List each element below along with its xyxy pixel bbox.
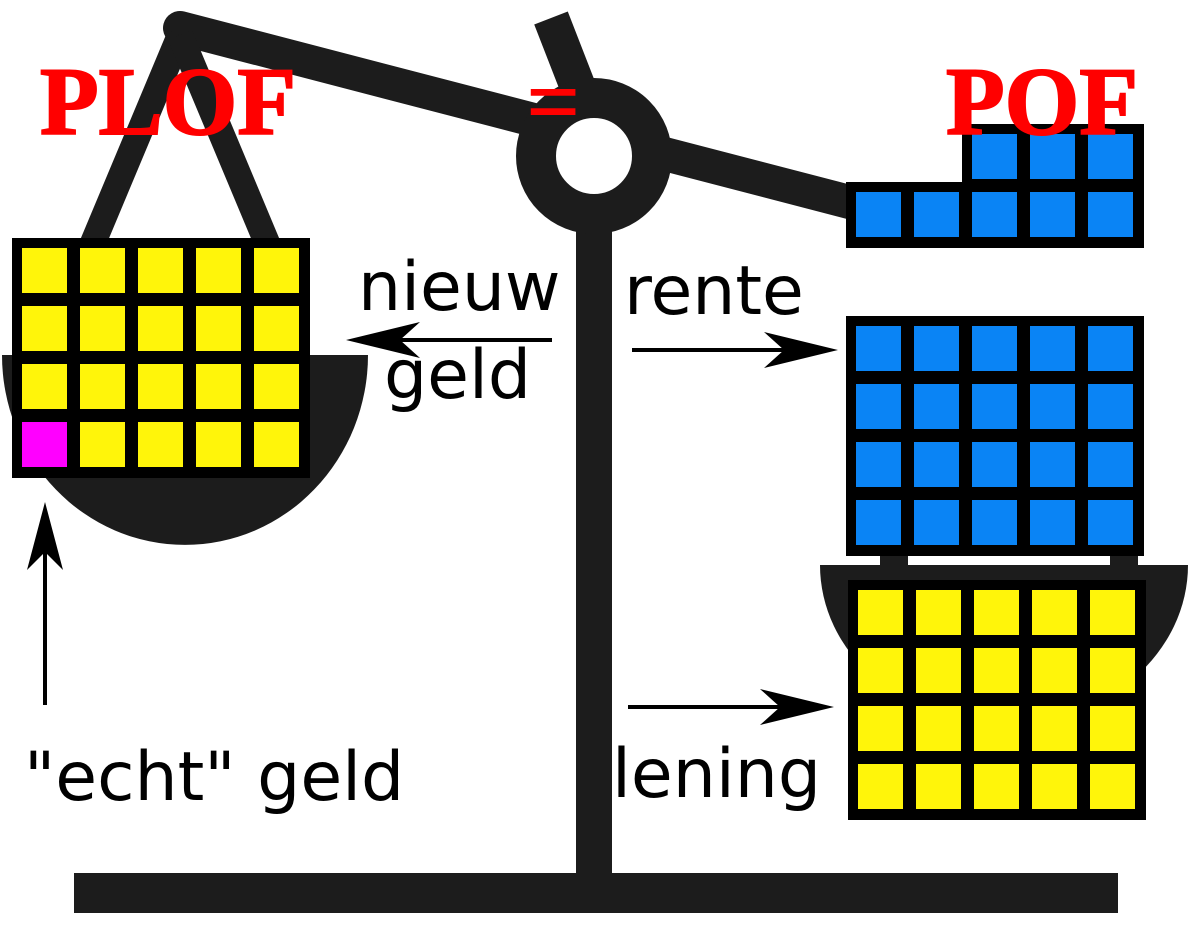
scale-pivot — [516, 78, 672, 234]
label-interest: rente — [624, 252, 804, 331]
money-cell — [856, 384, 901, 429]
money-cell — [1090, 706, 1135, 751]
money-cell — [974, 590, 1019, 635]
money-cell — [22, 248, 67, 293]
money-cell — [858, 764, 903, 809]
real-money-arrow — [27, 502, 63, 705]
interest-block-bottom — [846, 316, 1144, 556]
money-cell — [914, 192, 959, 237]
money-cell — [974, 764, 1019, 809]
new-money-arrow — [346, 322, 552, 358]
title-equals: = — [526, 48, 581, 155]
money-cell — [916, 706, 961, 751]
money-cell — [914, 442, 959, 487]
money-cell — [254, 306, 299, 351]
money-cell — [1088, 326, 1133, 371]
money-cell — [1030, 326, 1075, 371]
money-cell — [1032, 590, 1077, 635]
money-cell — [1030, 134, 1075, 179]
loan-arrow — [628, 689, 834, 725]
title-pof: POF — [946, 48, 1138, 155]
money-cell — [1088, 192, 1133, 237]
money-cell — [196, 364, 241, 409]
money-cell — [858, 706, 903, 751]
label-real-money: "echt" geld — [24, 738, 404, 817]
new-money-block — [12, 238, 310, 478]
money-cell — [858, 648, 903, 693]
money-cell — [856, 442, 901, 487]
money-cell — [916, 648, 961, 693]
money-cell — [974, 706, 1019, 751]
money-cell — [80, 248, 125, 293]
loan-block — [848, 580, 1146, 820]
interest-arrow — [632, 332, 838, 368]
label-loan: lening — [612, 735, 821, 814]
money-cell — [138, 248, 183, 293]
money-cell — [196, 422, 241, 467]
money-cell — [856, 500, 901, 545]
money-cell — [1088, 442, 1133, 487]
money-cell — [1090, 648, 1135, 693]
money-cell — [1030, 500, 1075, 545]
money-cell — [914, 384, 959, 429]
money-cell — [972, 500, 1017, 545]
money-cell — [196, 248, 241, 293]
label-new-money-line2: geld — [384, 336, 531, 415]
interest-block-top — [846, 124, 1144, 248]
money-cell — [80, 422, 125, 467]
money-cell — [22, 364, 67, 409]
money-cell — [1030, 442, 1075, 487]
money-cell — [916, 764, 961, 809]
money-cell — [856, 326, 901, 371]
money-cell — [196, 306, 241, 351]
money-cell — [972, 442, 1017, 487]
money-cell — [254, 422, 299, 467]
left-hanger-rope-right — [168, 29, 282, 256]
money-cell — [972, 192, 1017, 237]
money-cell — [1088, 500, 1133, 545]
money-cell — [972, 384, 1017, 429]
money-cell — [138, 364, 183, 409]
money-cell — [1088, 384, 1133, 429]
money-cell — [80, 306, 125, 351]
money-cell — [1030, 192, 1075, 237]
money-cell — [22, 306, 67, 351]
money-cell — [254, 364, 299, 409]
real-money-cell — [22, 422, 67, 467]
money-cell — [138, 306, 183, 351]
money-cell — [914, 500, 959, 545]
money-cell — [80, 364, 125, 409]
money-cell — [1030, 384, 1075, 429]
money-cell — [1032, 764, 1077, 809]
label-new-money-line1: nieuw — [358, 248, 561, 327]
money-cell — [1090, 590, 1135, 635]
money-cell — [1088, 134, 1133, 179]
money-cell — [856, 192, 901, 237]
money-cell — [1032, 706, 1077, 751]
money-cell — [1032, 648, 1077, 693]
money-cell — [254, 248, 299, 293]
left-hanger-rope-left — [78, 29, 192, 256]
title-plof: PLOF — [40, 48, 296, 155]
money-cell — [972, 326, 1017, 371]
money-cell — [974, 648, 1019, 693]
money-cell — [858, 590, 903, 635]
money-cell — [916, 590, 961, 635]
money-cell — [914, 326, 959, 371]
money-cell — [972, 134, 1017, 179]
money-cell — [138, 422, 183, 467]
money-cell — [1090, 764, 1135, 809]
